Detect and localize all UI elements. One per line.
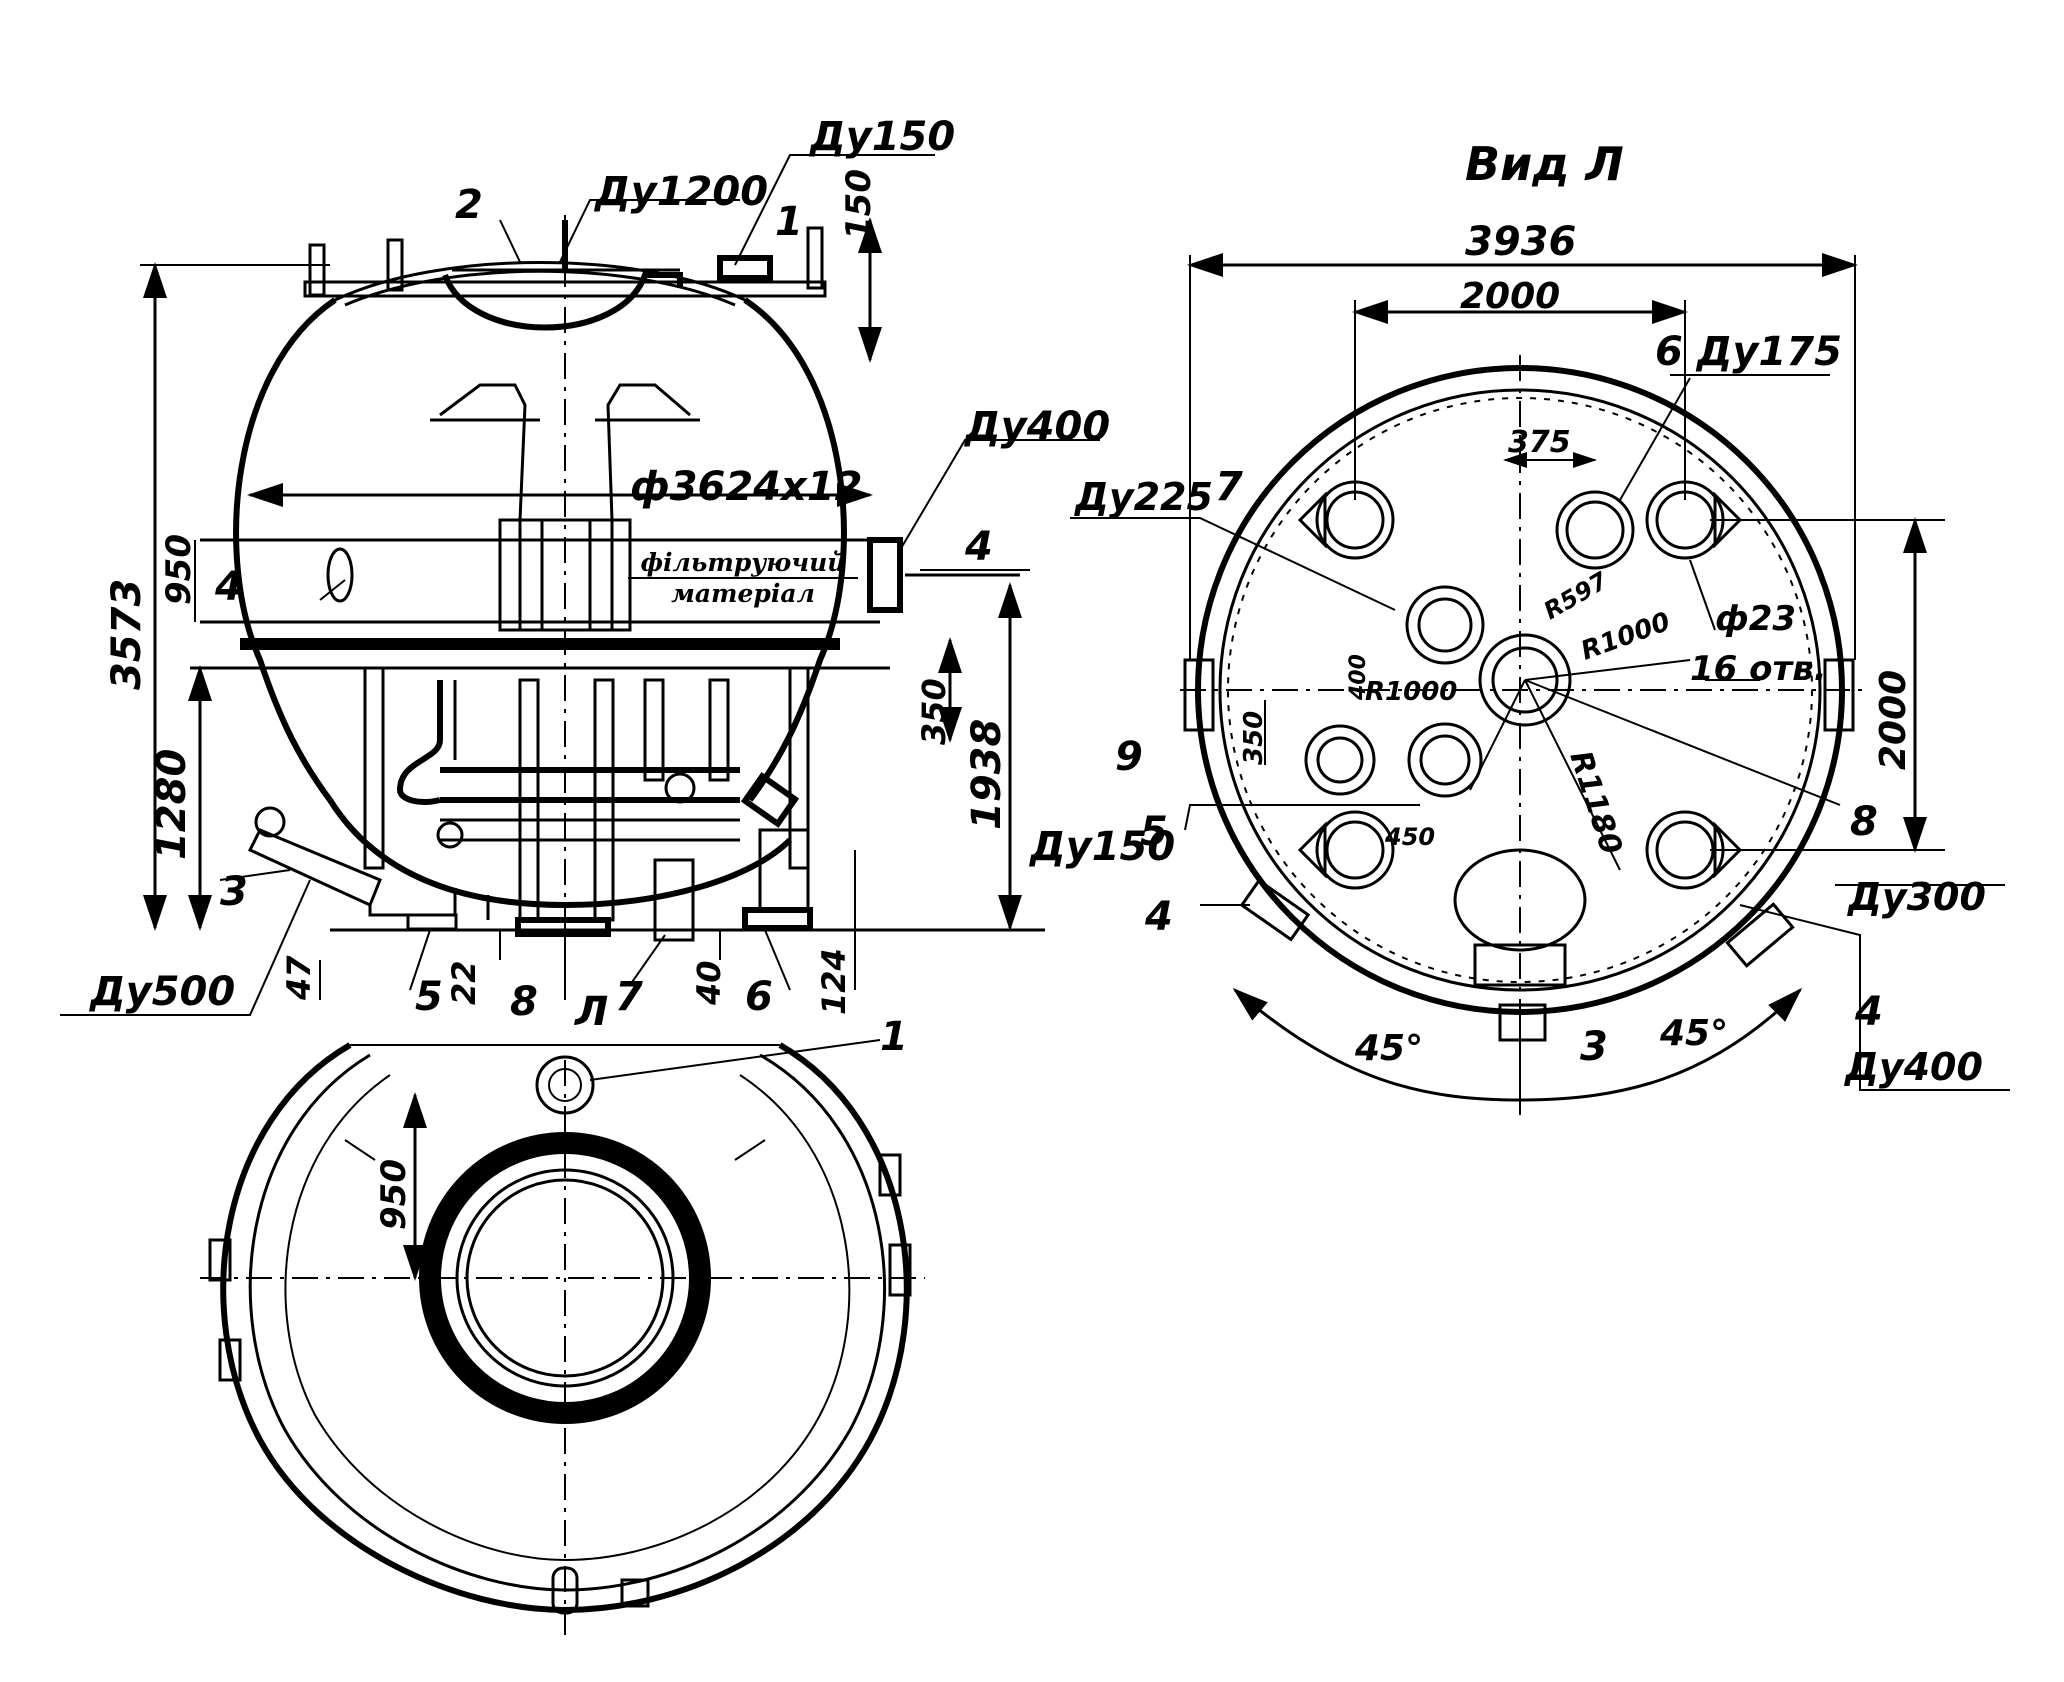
label-pos6-du175: 6 Ду175 <box>1655 329 1842 375</box>
dim-450: 450 <box>1384 823 1435 851</box>
label-du500: Ду500 <box>88 969 235 1015</box>
filter-material-label: фільтруючий матеріал <box>628 550 858 606</box>
view-title: Вид Л <box>1465 137 1624 191</box>
label-pos-4-left: 4 <box>214 564 243 610</box>
label-16-holes: 16 отв. <box>1690 649 1827 689</box>
dim-375: 375 <box>1508 425 1571 460</box>
dim-2000-right: 2000 <box>1873 670 1914 770</box>
dim-1280: 1280 <box>149 749 195 860</box>
plan-nozzle-1 <box>535 1055 595 1115</box>
dim-150: 150 <box>839 169 879 240</box>
distribution-plate <box>240 638 840 650</box>
dim-47: 47 <box>280 955 318 1001</box>
label-du400-view: Ду400 <box>1844 1045 1983 1089</box>
plan-view <box>200 1039 925 1635</box>
label-shell-size: ф3624х12 <box>630 464 862 510</box>
label-pos-5: 5 <box>415 974 443 1020</box>
dim-2000-top: 2000 <box>1460 276 1560 317</box>
label-pos-9: 9 <box>1115 734 1143 780</box>
label-du150: Ду150 <box>808 114 955 160</box>
dim-3573: 3573 <box>104 579 150 690</box>
label-angle-45-right: 45° <box>1659 1013 1728 1054</box>
label-pos-5-view: 5 <box>1140 809 1168 855</box>
dim-124: 124 <box>815 948 853 1015</box>
label-r1000-b: R1000 <box>1577 607 1674 667</box>
nozzle-du400 <box>867 537 903 613</box>
front-elevation-view <box>60 154 1100 1016</box>
filter-label-line1: фільтруючий <box>628 550 858 579</box>
label-pos-4-right: 4 <box>964 524 993 570</box>
dim-1938: 1938 <box>964 719 1010 830</box>
label-angle-45-left: 45° <box>1354 1028 1423 1069</box>
label-pos-8: 8 <box>510 979 538 1025</box>
inner-funnel <box>439 383 691 521</box>
label-pos-8-view: 8 <box>1850 799 1878 845</box>
label-r1180: R1180 <box>1562 747 1628 859</box>
label-du300: Ду300 <box>1847 875 1986 919</box>
label-pos-1: 1 <box>775 199 803 245</box>
label-pos-2: 2 <box>455 182 483 228</box>
dim-350: 350 <box>915 678 953 745</box>
nozzle-du150 <box>717 255 773 281</box>
label-du225: Ду225 <box>1074 475 1213 519</box>
label-r1000-a: R1000 <box>1365 677 1457 707</box>
label-du400: Ду400 <box>963 404 1110 450</box>
plan-dim-950: 950 <box>374 1159 414 1230</box>
front-labels: Ду150 Ду1200 2 1 150 Ду400 ф3624х12 4 4 … <box>88 114 1110 1035</box>
label-r597: R597 <box>1539 567 1613 626</box>
label-pos-7: 7 <box>615 974 643 1020</box>
filter-label-line2: матеріал <box>671 579 815 608</box>
label-du150-view: Ду150 <box>1028 824 1175 870</box>
dim-350-view: 350 <box>1239 711 1269 765</box>
vessel-shell <box>233 297 847 802</box>
dim-22: 22 <box>445 960 483 1005</box>
view-l-labels: Вид Л 3936 2000 6 Ду175 375 Ду225 7 ф23 … <box>1028 137 1986 1089</box>
label-du1200: Ду1200 <box>593 169 768 215</box>
label-pos-4-right-view: 4 <box>1854 989 1883 1035</box>
dim-40: 40 <box>690 960 728 1006</box>
label-pos-6: 6 <box>745 974 773 1020</box>
label-pos-7: 7 <box>1215 464 1243 510</box>
label-pos-4-left-view: 4 <box>1144 894 1173 940</box>
label-view-l: Л <box>574 989 608 1035</box>
label-pos-3: 3 <box>220 869 248 915</box>
dim-950: 950 <box>159 534 199 605</box>
label-pos-3-view: 3 <box>1580 1024 1608 1070</box>
plan-label-pos-1: 1 <box>880 1014 908 1060</box>
view-l <box>1070 253 2010 1115</box>
dim-3936: 3936 <box>1465 219 1576 265</box>
dim-400: 400 <box>1346 654 1371 701</box>
label-phi23: ф23 <box>1715 599 1796 639</box>
